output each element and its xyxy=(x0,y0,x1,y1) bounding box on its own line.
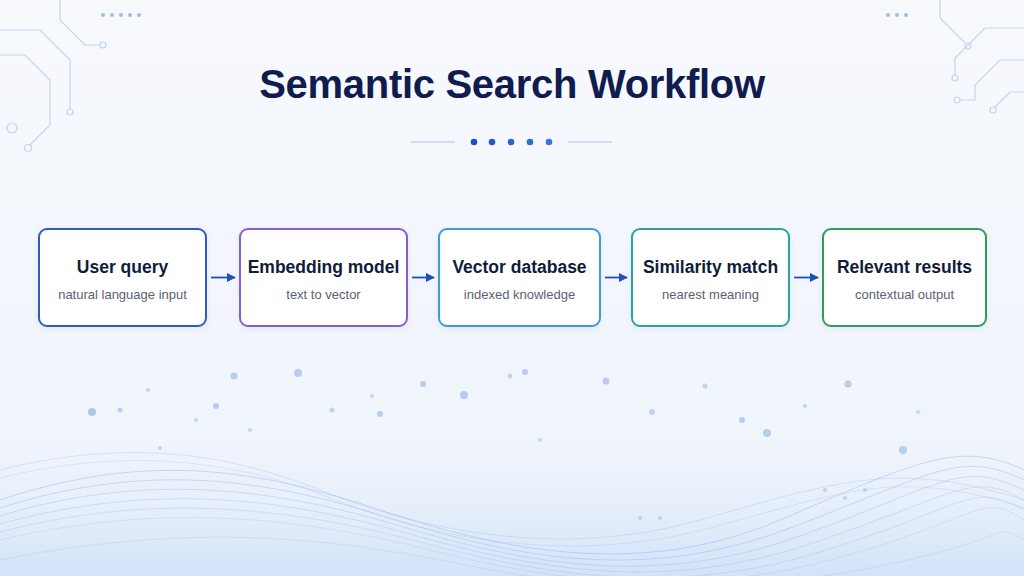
divider-dot xyxy=(508,139,515,146)
wave xyxy=(0,508,1024,576)
wave xyxy=(0,532,1024,576)
circuit-trace xyxy=(940,0,965,43)
process-box: Relevant results contextual output xyxy=(822,228,987,327)
particle xyxy=(843,496,847,500)
particle xyxy=(916,410,920,414)
circuit-trace xyxy=(0,30,70,110)
circuit-trace xyxy=(960,60,1024,100)
wave-lines xyxy=(0,453,1024,576)
circuit-node xyxy=(954,97,960,103)
particles xyxy=(88,369,920,520)
dot xyxy=(128,13,132,17)
particle xyxy=(508,374,513,379)
divider-dot xyxy=(471,139,478,146)
process-box: Vector database indexed knowledge xyxy=(438,228,601,327)
particle xyxy=(522,369,528,375)
particle xyxy=(703,384,708,389)
particle xyxy=(377,411,383,417)
circuit-trace xyxy=(955,28,1024,75)
particle xyxy=(603,378,610,385)
circuit-lines xyxy=(940,0,1024,113)
particle xyxy=(231,373,238,380)
process-box: Similarity match nearest meaning xyxy=(631,228,790,327)
flow-arrow xyxy=(605,277,627,279)
dot xyxy=(137,13,141,17)
circuit-lines xyxy=(0,0,106,152)
divider-line xyxy=(411,141,455,142)
particle xyxy=(845,381,852,388)
wave xyxy=(0,487,1024,572)
particle xyxy=(248,428,252,432)
particle xyxy=(823,488,827,492)
particle xyxy=(803,404,807,408)
bottom-glow xyxy=(0,440,1024,576)
particle xyxy=(330,408,335,413)
box-subtitle: nearest meaning xyxy=(662,287,759,303)
wave xyxy=(0,476,1024,566)
process-box: Embedding model text to vector xyxy=(239,228,408,327)
circuit-trace xyxy=(995,92,1024,107)
divider-line xyxy=(568,141,612,142)
flow-arrow xyxy=(211,277,235,279)
particle xyxy=(638,516,642,520)
box-subtitle: contextual output xyxy=(855,287,954,303)
particle xyxy=(538,438,542,442)
dot xyxy=(904,13,908,17)
flow-arrow xyxy=(794,277,818,279)
circuit-trace xyxy=(0,55,50,145)
particle xyxy=(88,408,96,416)
circuit-node xyxy=(952,75,958,81)
wave xyxy=(0,461,1024,546)
dot xyxy=(119,13,123,17)
circuit-node xyxy=(100,42,106,48)
box-heading: User query xyxy=(77,257,168,278)
particle xyxy=(213,403,219,409)
wave xyxy=(0,453,1024,539)
particle xyxy=(146,388,150,392)
box-subtitle: text to vector xyxy=(286,287,360,303)
dot xyxy=(110,13,114,17)
particle xyxy=(420,381,426,387)
circuit-node xyxy=(990,107,996,113)
diagram-title: Semantic Search Workflow xyxy=(0,62,1024,107)
particle xyxy=(118,408,123,413)
circuit-node xyxy=(67,109,73,115)
particle xyxy=(649,409,655,415)
particle xyxy=(194,418,198,422)
title-divider xyxy=(411,139,612,146)
particle xyxy=(158,446,162,450)
particle xyxy=(658,516,662,520)
box-subtitle: natural language input xyxy=(58,287,187,303)
box-heading: Vector database xyxy=(452,257,586,278)
circuit-trace xyxy=(60,0,100,45)
circuit-node xyxy=(7,123,17,133)
particle xyxy=(763,429,771,437)
dot xyxy=(886,13,890,17)
divider-dot xyxy=(527,139,534,146)
wave xyxy=(0,466,1024,560)
box-heading: Embedding model xyxy=(248,257,400,278)
flow-arrow xyxy=(412,277,434,279)
box-heading: Similarity match xyxy=(643,257,778,278)
particle xyxy=(370,394,374,398)
dot-row xyxy=(101,13,908,17)
dot xyxy=(895,13,899,17)
box-heading: Relevant results xyxy=(837,257,972,278)
process-box: User query natural language input xyxy=(38,228,207,327)
particle xyxy=(739,417,745,423)
divider-dot xyxy=(489,139,496,146)
particle xyxy=(899,446,907,454)
divider-dot xyxy=(546,139,553,146)
box-subtitle: indexed knowledge xyxy=(464,287,575,303)
circuit-node xyxy=(965,43,971,49)
dot xyxy=(101,13,105,17)
circuit-node xyxy=(25,145,32,152)
particle xyxy=(294,369,302,377)
particle xyxy=(460,391,468,399)
